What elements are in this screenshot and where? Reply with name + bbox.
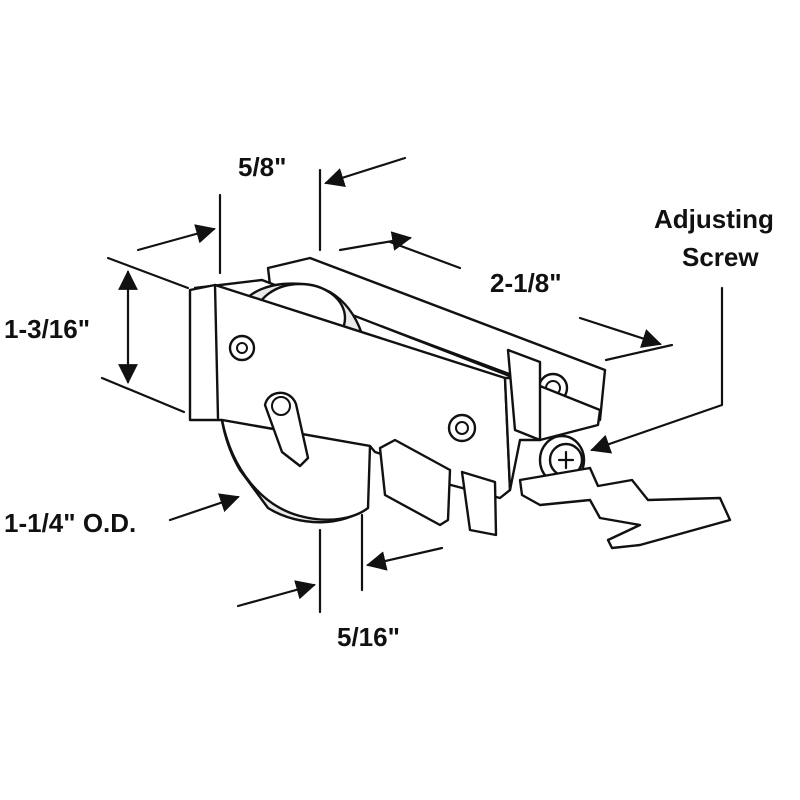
mounting-holes [228, 334, 569, 443]
adjusting-screw-label-line1: Adjusting [654, 204, 774, 234]
roller-part-illustration [188, 256, 732, 550]
lower-tab [378, 438, 452, 527]
wheel-lower-edge [220, 418, 372, 521]
adjusting-slot [263, 391, 310, 468]
bracket-plate [518, 466, 732, 550]
dim-length-label: 2-1/8" [490, 268, 562, 298]
mount-hole-left [228, 334, 256, 362]
dimension-labels: 5/8" 2-1/8" 1-3/16" 1-1/4" O.D. 5/16" Ad… [4, 152, 774, 652]
adjusting-screw-label-line2: Screw [682, 242, 759, 272]
mount-hole-right [447, 413, 477, 443]
lower-tab-2 [460, 470, 498, 537]
dim-depth-label: 5/8" [238, 152, 286, 182]
dim-height-label: 1-3/16" [4, 314, 90, 344]
dimension-lines [100, 156, 724, 614]
dim-wheel-od-label: 1-1/4" O.D. [4, 508, 136, 538]
dim-wheel-width-label: 5/16" [337, 622, 400, 652]
